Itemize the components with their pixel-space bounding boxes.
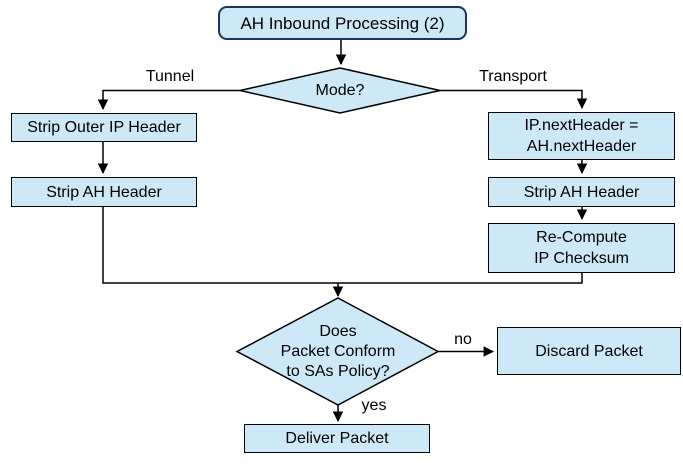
node-ip-next-header: IP.nextHeader = AH.nextHeader bbox=[488, 112, 675, 160]
node-start: AH Inbound Processing (2) bbox=[218, 6, 467, 40]
node-recompute-ip-checksum: Re-Compute IP Checksum bbox=[488, 223, 675, 273]
node-strip-outer-ip-header: Strip Outer IP Header bbox=[11, 113, 197, 142]
mode-decision-diamond bbox=[239, 67, 441, 114]
edge-label-tunnel: Tunnel bbox=[145, 68, 195, 85]
node-deliver-packet: Deliver Packet bbox=[244, 424, 430, 453]
node-strip-ah-header-left: Strip AH Header bbox=[11, 177, 197, 207]
edge-label-no: no bbox=[454, 331, 472, 348]
policy-decision-label: Does Packet Conform to SAs Policy? bbox=[280, 323, 396, 380]
node-strip-ah-header-right: Strip AH Header bbox=[488, 177, 675, 207]
edge-merge-bar bbox=[102, 207, 583, 284]
mode-decision-label: Mode? bbox=[315, 82, 365, 99]
node-discard-packet: Discard Packet bbox=[497, 327, 681, 375]
edge-label-yes: yes bbox=[361, 397, 387, 414]
edge-mode-to-strip-outer-ip bbox=[97, 89, 240, 111]
policy-decision-diamond bbox=[235, 297, 440, 406]
edge-label-transport: Transport bbox=[479, 68, 547, 85]
edge-mode-to-set-next-header bbox=[440, 89, 588, 110]
